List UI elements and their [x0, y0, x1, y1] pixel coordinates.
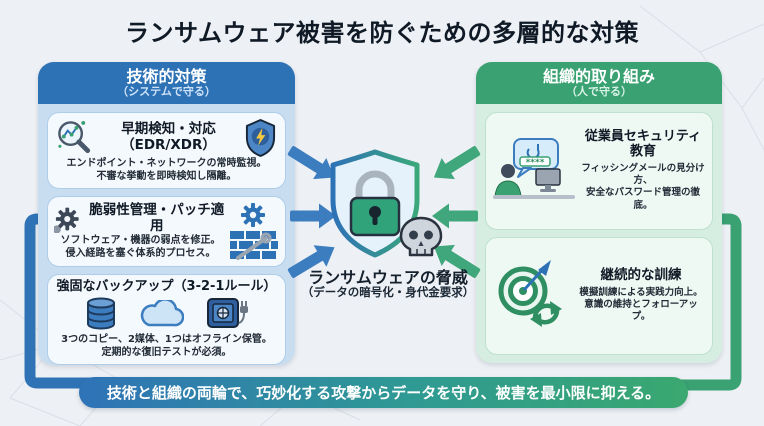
- technical-measures-panel: 技術的対策 （システムで守る） 早期検知・対応 （: [38, 62, 295, 365]
- threat-subtitle: （データの暗号化・身代金要求）: [301, 285, 475, 299]
- target-refresh-icon: [498, 260, 562, 327]
- conclusion-text: 技術と組織の両輪で、巧妙化する攻撃からデータを守り、被害を最小限に抑える。: [106, 384, 661, 402]
- early-detection-title: 早期検知・対応 （EDR/XDR）: [121, 120, 216, 153]
- early-detection-desc: エンドポイント・ネットワークの常時監視。 不審な挙動を即時検知し隔離。: [54, 157, 279, 183]
- refresh-arrows-icon: [530, 301, 562, 327]
- vulnerability-desc-line1: ソフトウェア・機器の弱点を修正。: [60, 235, 221, 247]
- vulnerability-patch-title: 脆弱性管理・パッチ適用: [89, 201, 225, 234]
- early-detection-box: 早期検知・対応 （EDR/XDR） エンドポイント・ネットワークの常時監視。 不…: [47, 112, 286, 189]
- technical-panel-body: 早期検知・対応 （EDR/XDR） エンドポイント・ネットワークの常時監視。 不…: [38, 104, 295, 365]
- security-education-title: 従業員セキュリティ教育: [584, 128, 702, 159]
- backup-desc-line2: 定期的な復旧テストが必須。: [101, 346, 232, 358]
- shield-bolt-icon: [245, 119, 276, 157]
- page-title: ランサムウェア被害を防ぐための多層的な対策: [124, 19, 640, 47]
- backup-icons-row: [54, 297, 279, 331]
- early-detection-desc-line2: 不審な挙動を即時検知し隔離。: [96, 171, 237, 182]
- organizational-panel-body: **** 従業員セキュリティ教育 フィッシングメールの見分け方、 安全なパスワー…: [476, 104, 722, 363]
- organizational-panel-header: 組織的取り組み （人で守る）: [476, 62, 722, 104]
- cloud-icon: [140, 299, 184, 327]
- magnifier-chart-icon: [58, 120, 91, 154]
- early-detection-title-line1: 早期検知・対応: [121, 120, 216, 137]
- organizational-panel-subtitle: （人で守る）: [566, 84, 632, 98]
- threat-title: ランサムウェアの脅威: [308, 268, 468, 287]
- security-education-desc-line1: フィッシングメールの見分け方、: [581, 162, 705, 187]
- gear-wrench-icon: [54, 207, 79, 233]
- technical-panel-title: 技術的対策: [126, 66, 207, 86]
- organizational-measures-panel: 組織的取り組み （人で守る） ****: [476, 62, 722, 363]
- early-detection-title-line2: （EDR/XDR）: [121, 136, 216, 153]
- gear-icon: [241, 203, 265, 227]
- continuous-training-desc-line2: 意識の維持とフォローアップ。: [584, 299, 698, 323]
- vulnerability-patch-desc: ソフトウェア・機器の弱点を修正。 侵入経路を塞ぐ体系的プロセス。: [54, 234, 227, 260]
- shield-lock-skull-icon: [330, 149, 443, 258]
- continuous-training-desc-line1: 模擬訓練による実践力向上。: [579, 286, 703, 298]
- safe-offline-icon: [206, 297, 248, 328]
- continuous-training-desc: 模擬訓練による実践力向上。 意識の維持とフォローアップ。: [576, 287, 706, 324]
- password-mask-text: ****: [526, 158, 545, 168]
- phishing-training-person-icon: ****: [493, 138, 575, 199]
- continuous-training-box: 継続的な訓練 模擬訓練による実践力向上。 意識の維持とフォローアップ。: [485, 237, 713, 355]
- backup-desc-line1: 3つのコピー、2媒体、1つはオフライン保管。: [61, 333, 272, 345]
- backup-title: 強固なバックアップ（3-2-1ルール）: [56, 279, 277, 294]
- backup-box: 強固なバックアップ（3-2-1ルール）: [47, 274, 286, 365]
- skull-icon: [399, 216, 443, 257]
- security-education-desc: フィッシングメールの見分け方、 安全なパスワード管理の徹底。: [580, 163, 706, 212]
- conclusion-banner: 技術と組織の両輪で、巧妙化する攻撃からデータを守り、被害を最小限に抑える。: [79, 377, 688, 408]
- vulnerability-desc-line2: 侵入経路を塞ぐ体系的プロセス。: [65, 248, 216, 260]
- early-detection-desc-line1: エンドポイント・ネットワークの常時監視。: [66, 158, 267, 169]
- security-education-desc-line2: 安全なパスワード管理の徹底。: [585, 187, 700, 211]
- unplugged-cable-icon: [238, 300, 248, 324]
- firewall-wrench-icon: [230, 231, 278, 260]
- vulnerability-patch-box: 脆弱性管理・パッチ適用 ソフトウェア・機器の弱点を修正。 侵入経路を塞ぐ体系的プ…: [47, 196, 286, 267]
- organizational-panel-title: 組織的取り組み: [542, 66, 655, 86]
- database-icon: [86, 297, 115, 330]
- technical-panel-subtitle: （システムで守る）: [117, 84, 216, 98]
- backup-desc: 3つのコピー、2媒体、1つはオフライン保管。 定期的な復旧テストが必須。: [54, 333, 279, 359]
- continuous-training-title: 継続的な訓練: [600, 267, 682, 284]
- security-education-box: **** 従業員セキュリティ教育 フィッシングメールの見分け方、 安全なパスワー…: [485, 112, 713, 230]
- technical-panel-header: 技術的対策 （システムで守る）: [38, 62, 295, 104]
- lock-shackle: [355, 170, 395, 200]
